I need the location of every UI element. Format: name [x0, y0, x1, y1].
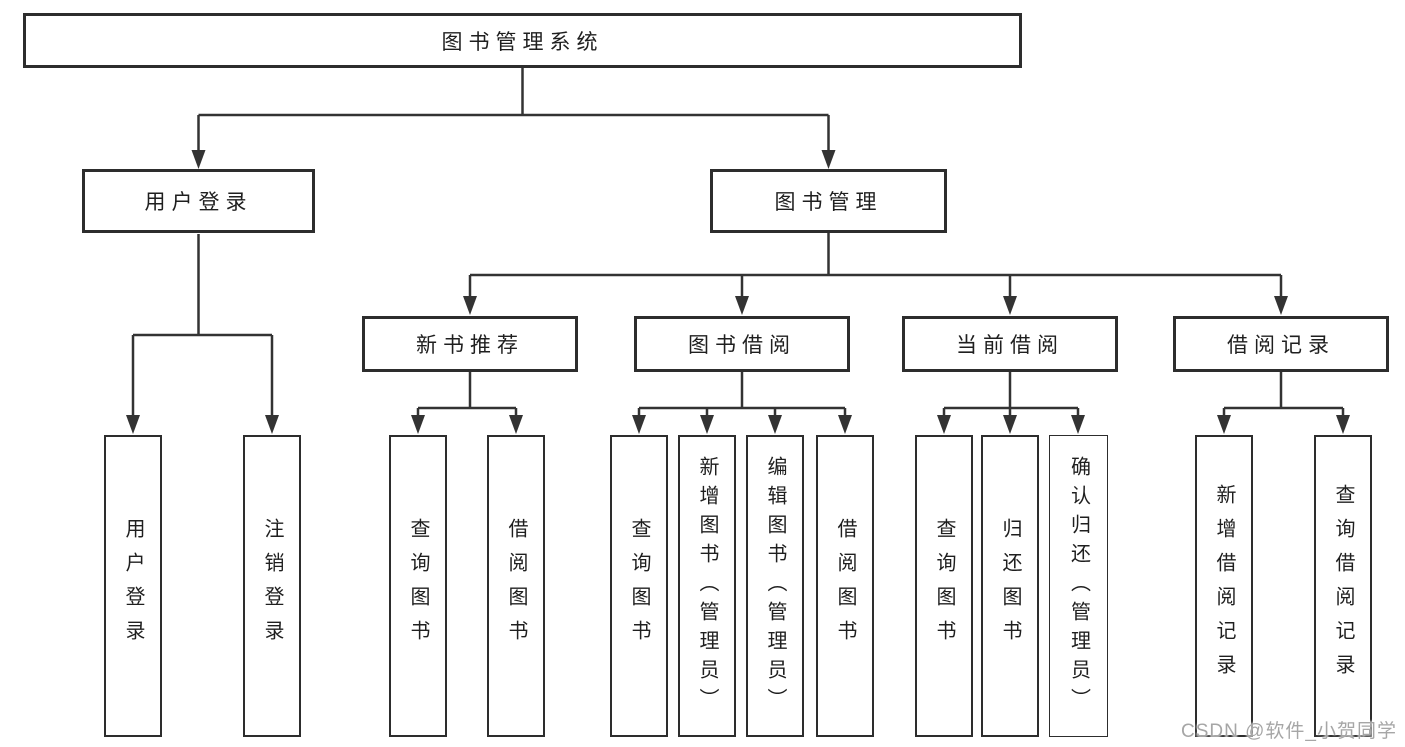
- node-label: 图书管理系统: [441, 30, 604, 54]
- arrowhead: [265, 415, 279, 434]
- node-label: 借阅记录: [1227, 334, 1335, 357]
- csdn-watermark: CSDN @软件_小贺同学: [1181, 721, 1397, 742]
- arrowhead: [509, 415, 523, 434]
- leaf-return-book: 归还图书: [981, 435, 1039, 737]
- node-label: 当前借阅: [956, 334, 1064, 357]
- arrowhead: [768, 415, 782, 434]
- node-label: 新书推荐: [416, 334, 524, 357]
- node-label: 查询图书: [628, 518, 650, 654]
- arrowhead: [735, 296, 749, 315]
- node-borrow-records: 借阅记录: [1173, 316, 1389, 372]
- leaf-add-borrow-record: 新增借阅记录: [1195, 435, 1253, 737]
- arrowhead: [838, 415, 852, 434]
- arrowhead: [1336, 415, 1350, 434]
- node-book-borrow: 图书借阅: [634, 316, 850, 372]
- node-label: 注销登录: [261, 518, 283, 654]
- arrowhead: [1217, 415, 1231, 434]
- leaf-query-books-current: 查询图书: [915, 435, 973, 737]
- node-label: 确认归还（管理员）: [1067, 455, 1090, 717]
- node-label: 编辑图书（管理员）: [764, 455, 786, 717]
- leaf-query-borrow-record: 查询借阅记录: [1314, 435, 1372, 737]
- node-label: 查询借阅记录: [1332, 484, 1354, 688]
- arrowhead: [1003, 296, 1017, 315]
- leaf-logout: 注销登录: [243, 435, 301, 737]
- node-current-borrow: 当前借阅: [902, 316, 1118, 372]
- leaf-query-books-recommend: 查询图书: [389, 435, 447, 737]
- leaf-user-login: 用户登录: [104, 435, 162, 737]
- node-label: 新增借阅记录: [1213, 484, 1235, 688]
- leaf-query-books-borrow: 查询图书: [610, 435, 668, 737]
- arrowheads: [126, 150, 1350, 434]
- arrowhead: [126, 415, 140, 434]
- arrowhead: [411, 415, 425, 434]
- node-label: 借阅图书: [505, 518, 527, 654]
- leaf-borrow-books: 借阅图书: [816, 435, 874, 737]
- node-label: 图书借阅: [688, 334, 796, 357]
- arrowhead: [1003, 415, 1017, 434]
- arrowhead: [1071, 415, 1085, 434]
- node-library-management-system: 图书管理系统: [23, 13, 1022, 68]
- arrowhead: [191, 150, 206, 169]
- node-label: 借阅图书: [834, 518, 856, 654]
- node-book-management: 图书管理: [710, 169, 947, 233]
- arrowhead: [821, 150, 836, 169]
- arrowhead: [463, 296, 477, 315]
- node-new-book-recommend: 新书推荐: [362, 316, 578, 372]
- node-label: 新增图书（管理员）: [696, 455, 718, 717]
- arrowhead: [632, 415, 646, 434]
- arrowhead: [1274, 296, 1288, 315]
- leaf-borrow-books-recommend: 借阅图书: [487, 435, 545, 737]
- leaf-confirm-return-admin: 确认归还（管理员）: [1049, 435, 1108, 737]
- node-label: 图书管理: [774, 191, 883, 214]
- node-user-login: 用户登录: [82, 169, 315, 233]
- node-label: 归还图书: [999, 518, 1021, 654]
- node-label: 查询图书: [407, 518, 429, 654]
- arrowhead: [700, 415, 714, 434]
- node-label: 用户登录: [144, 191, 253, 214]
- node-label: 查询图书: [933, 518, 955, 654]
- node-label: 用户登录: [122, 518, 144, 654]
- leaf-add-book-admin: 新增图书（管理员）: [678, 435, 736, 737]
- arrowhead: [937, 415, 951, 434]
- leaf-edit-book-admin: 编辑图书（管理员）: [746, 435, 804, 737]
